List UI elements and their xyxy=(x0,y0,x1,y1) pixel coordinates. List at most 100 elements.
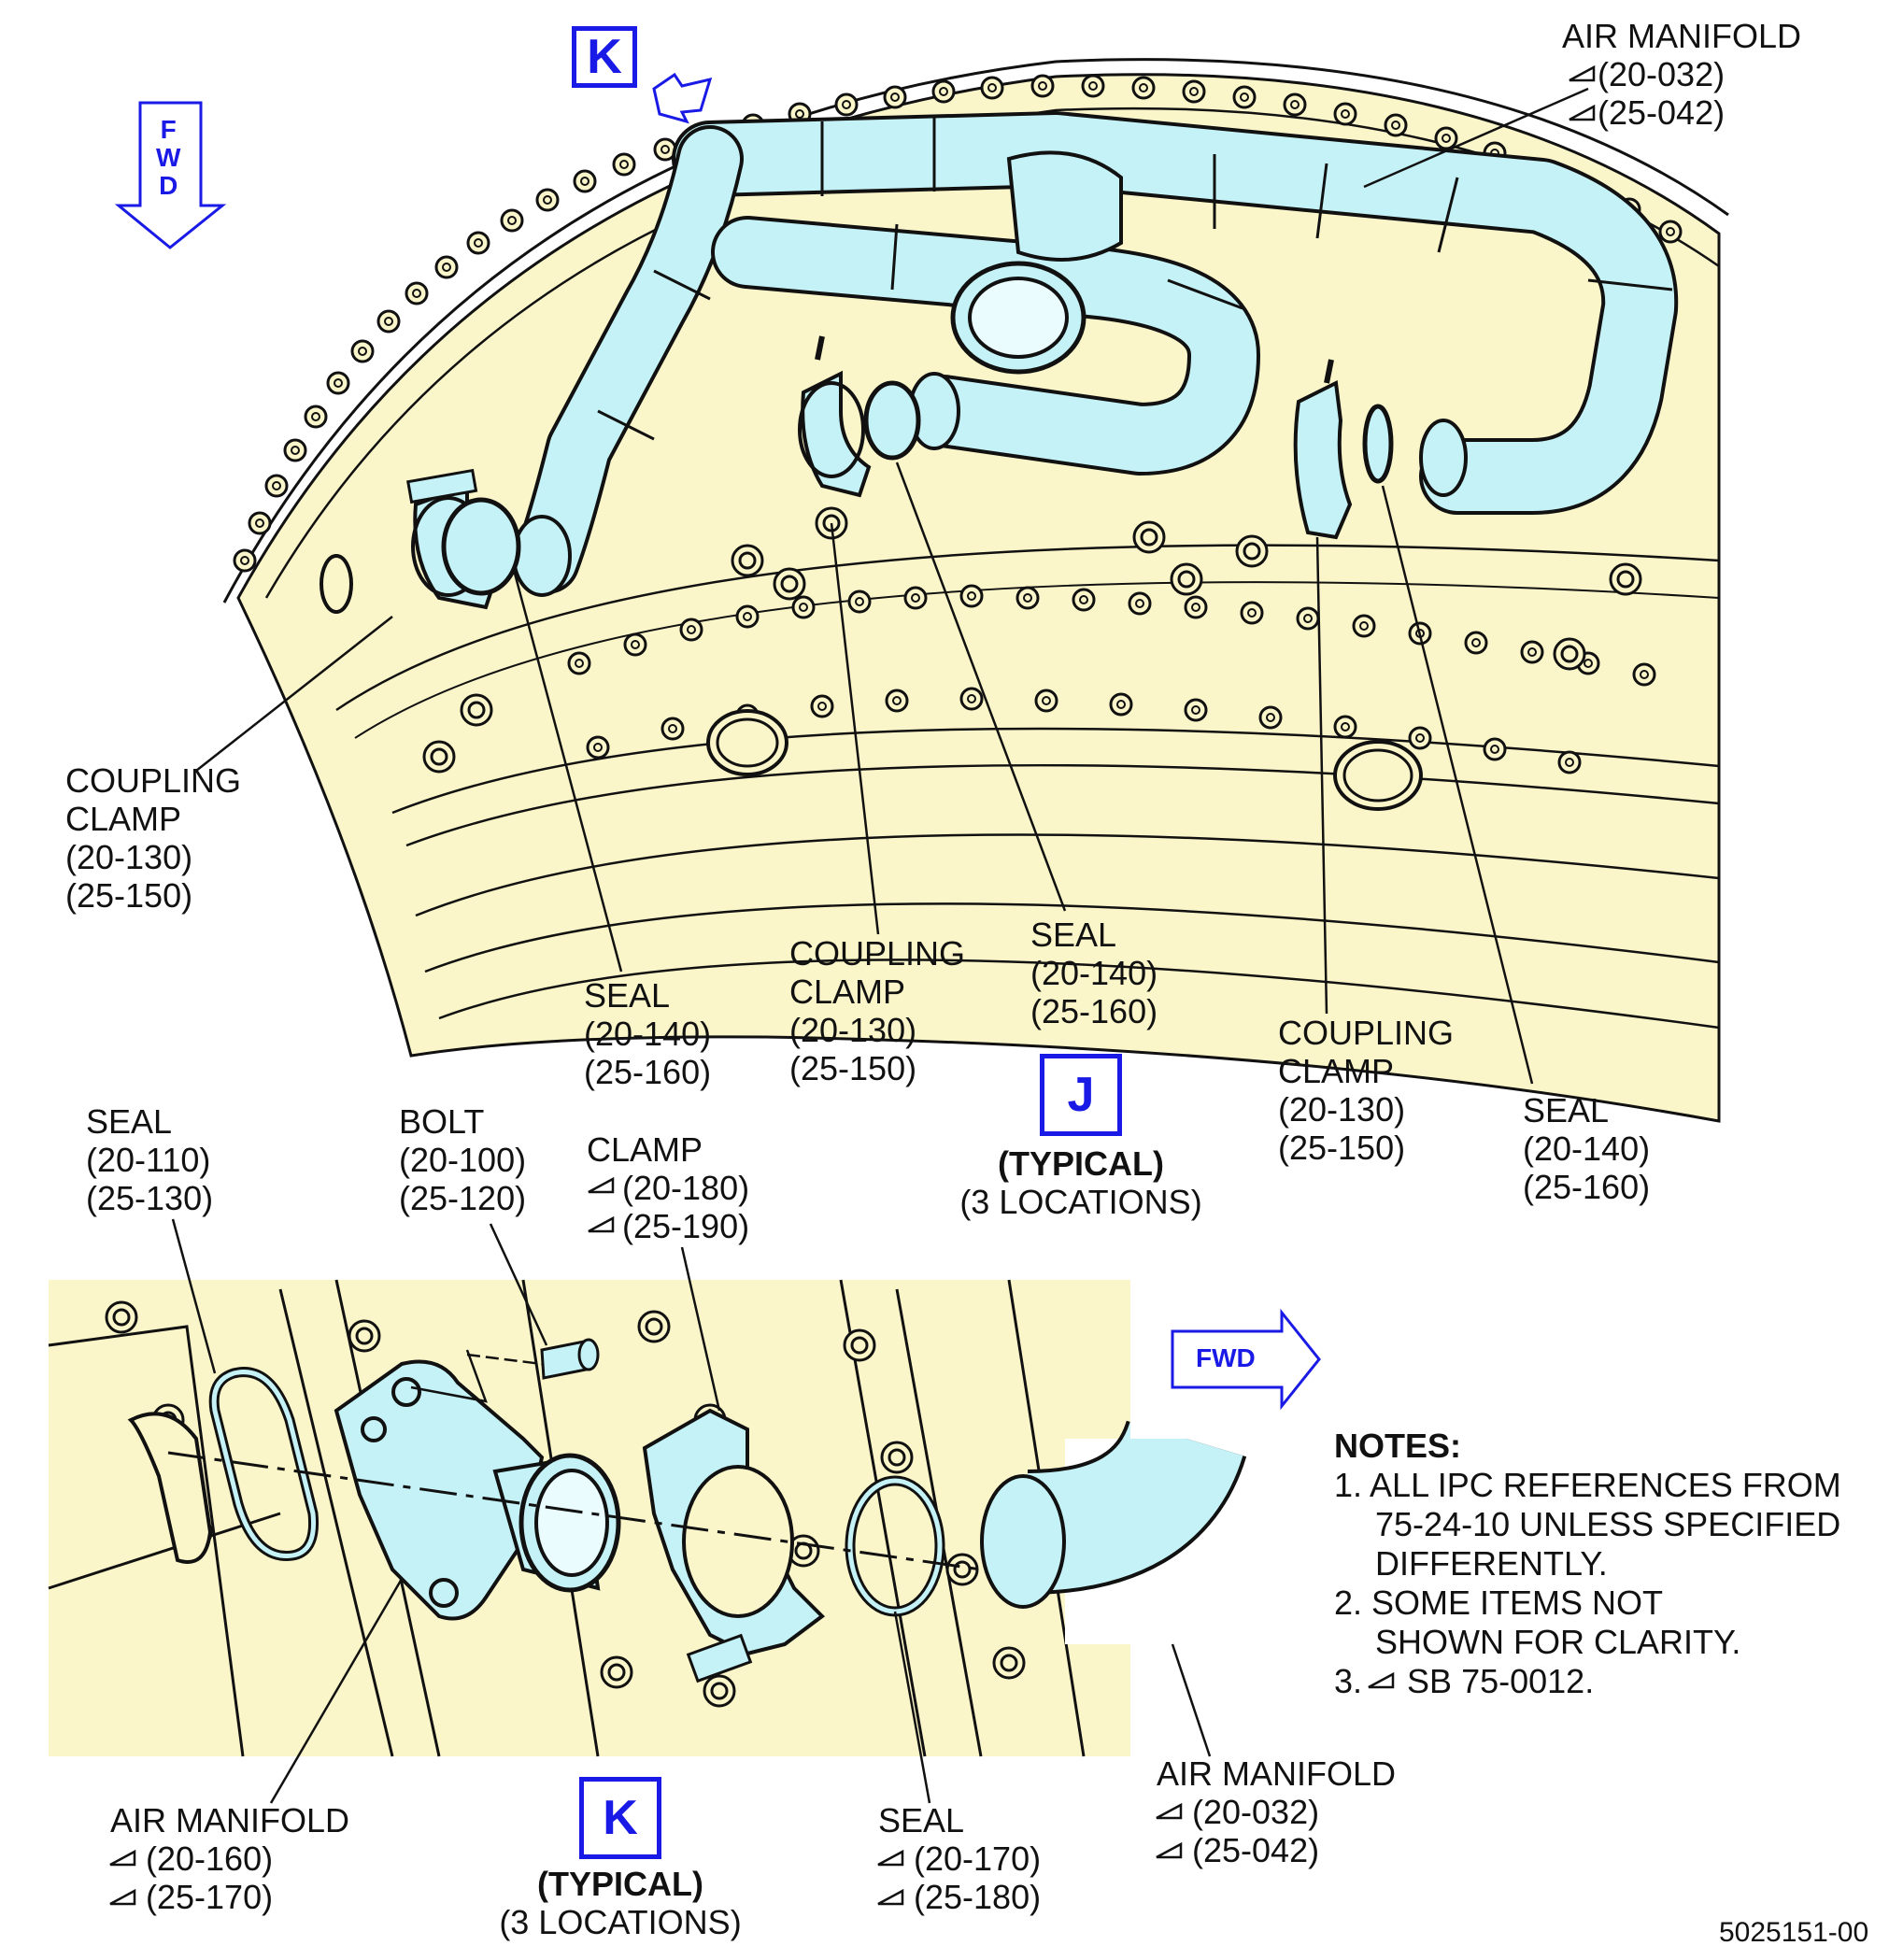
k-bolt-label: BOLT (20-100) (25-120) xyxy=(399,1102,526,1217)
fwd-letter-w: W xyxy=(156,143,181,172)
j-cc-left-name-2: CLAMP xyxy=(65,800,182,838)
k-seal-left-ref-2: (25-130) xyxy=(86,1179,214,1217)
k-seal-right-ref-1: (20-170) xyxy=(914,1839,1042,1878)
view-k-letter: K xyxy=(603,1791,638,1845)
j-seal-right-label: SEAL (20-140) (25-160) xyxy=(1523,1091,1650,1206)
note-3: 3. SB 75-0012. xyxy=(1334,1662,1841,1701)
view-j-seal-left xyxy=(441,497,521,596)
view-k-clamp xyxy=(642,1408,826,1683)
view-j-label-box: J xyxy=(1040,1054,1122,1136)
j-seal-mid-name: SEAL xyxy=(1030,916,1117,954)
k-clamp-label: CLAMP (20-180) (25-190) xyxy=(587,1130,749,1245)
view-k-centerline xyxy=(167,1451,982,1571)
note-1-line-1: 1. ALL IPC REFERENCES FROM xyxy=(1334,1466,1841,1504)
j-seal-left-ref-2: (25-160) xyxy=(584,1053,712,1091)
k-seal-right-name: SEAL xyxy=(878,1801,965,1839)
fwd-arrow-down-icon xyxy=(114,101,227,249)
k-am-left-ref-2: (25-170) xyxy=(146,1878,274,1916)
view-k-direction-arrow-icon xyxy=(652,72,713,124)
note-2-line-1: 2. SOME ITEMS NOT xyxy=(1334,1584,1664,1622)
k-bolt-ref-2: (25-120) xyxy=(399,1179,527,1217)
j-seal-left-name: SEAL xyxy=(584,976,671,1015)
k-clamp-ref-1: (20-180) xyxy=(622,1169,750,1207)
k-am-right-ref-1: (20-032) xyxy=(1192,1793,1320,1831)
j-coupling-clamp-right-label: COUPLING CLAMP (20-130) (25-150) xyxy=(1278,1014,1454,1167)
j-cc-mid-ref-1: (20-130) xyxy=(789,1011,917,1049)
j-air-manifold-ref-1: (20-032) xyxy=(1598,55,1726,93)
view-k-reference-callout: K xyxy=(572,26,637,88)
k-seal-right-ref-2: (25-180) xyxy=(914,1878,1042,1916)
view-j-seal-right xyxy=(1362,404,1394,484)
note-3-number: 3. xyxy=(1334,1662,1363,1700)
k-am-left-ref-1: (20-160) xyxy=(146,1839,274,1878)
view-k-label-box: K xyxy=(579,1777,661,1859)
k-seal-right-label: SEAL (20-170) (25-180) xyxy=(878,1801,1041,1916)
view-k-air-manifold-flange xyxy=(334,1359,621,1621)
j-air-manifold-name: AIR MANIFOLD xyxy=(1562,17,1802,55)
k-bolt-ref-1: (20-100) xyxy=(399,1141,527,1179)
view-k-caption: (TYPICAL) (3 LOCATIONS) xyxy=(483,1865,758,1941)
j-seal-right-ref-2: (25-160) xyxy=(1523,1168,1651,1206)
note-3-text: SB 75-0012. xyxy=(1407,1662,1595,1700)
k-am-left-name: AIR MANIFOLD xyxy=(110,1801,350,1839)
view-j-coupling-clamp-right xyxy=(1293,359,1353,540)
k-air-manifold-left-label: AIR MANIFOLD (20-160) (25-170) xyxy=(110,1801,349,1916)
fwd-arrow-right-icon xyxy=(1171,1308,1321,1411)
view-j-letter: J xyxy=(1067,1068,1095,1122)
j-seal-mid-ref-1: (20-140) xyxy=(1030,954,1158,992)
j-seal-right-ref-1: (20-140) xyxy=(1523,1129,1651,1168)
view-k-bolt xyxy=(410,1338,600,1403)
view-j-locations: (3 LOCATIONS) xyxy=(959,1183,1202,1221)
k-bolt-name: BOLT xyxy=(399,1102,485,1141)
j-air-manifold-label: AIR MANIFOLD (20-032) (25-042) xyxy=(1562,17,1801,132)
view-j-air-manifold-tubes xyxy=(512,111,1679,597)
notes-block: NOTES: 1. ALL IPC REFERENCES FROM 75-24-… xyxy=(1334,1427,1841,1701)
k-seal-left-label: SEAL (20-110) (25-130) xyxy=(86,1102,213,1217)
j-cc-left-name-1: COUPLING xyxy=(65,761,242,800)
fwd-letter-f: F xyxy=(160,115,177,144)
j-seal-left-label: SEAL (20-140) (25-160) xyxy=(584,976,711,1091)
note-1-line-2: 75-24-10 UNLESS SPECIFIED xyxy=(1375,1505,1841,1543)
view-j-coupling-clamp-mid xyxy=(798,335,872,498)
view-j-typical: (TYPICAL) xyxy=(998,1144,1164,1183)
view-k-typical: (TYPICAL) xyxy=(537,1865,703,1903)
view-k-reference-letter: K xyxy=(587,30,622,84)
j-cc-right-name-1: COUPLING xyxy=(1278,1014,1455,1052)
j-coupling-clamp-mid-label: COUPLING CLAMP (20-130) (25-150) xyxy=(789,934,965,1087)
view-j-leader-lines xyxy=(195,87,1589,1085)
notes-title: NOTES: xyxy=(1334,1427,1462,1465)
view-j-seal-mid xyxy=(863,380,921,461)
j-cc-right-ref-2: (25-150) xyxy=(1278,1129,1406,1167)
j-seal-mid-label: SEAL (20-140) (25-160) xyxy=(1030,916,1158,1030)
j-cc-left-ref-1: (20-130) xyxy=(65,838,193,876)
k-seal-left-ref-1: (20-110) xyxy=(86,1141,211,1179)
view-k-locations: (3 LOCATIONS) xyxy=(499,1903,742,1941)
j-seal-mid-ref-2: (25-160) xyxy=(1030,992,1158,1030)
document-id: 5025151-00 xyxy=(1719,1917,1869,1948)
j-cc-left-ref-2: (25-150) xyxy=(65,876,193,915)
j-cc-right-ref-1: (20-130) xyxy=(1278,1090,1406,1129)
j-cc-mid-ref-2: (25-150) xyxy=(789,1049,917,1087)
k-seal-left-name: SEAL xyxy=(86,1102,173,1141)
j-seal-left-ref-1: (20-140) xyxy=(584,1015,712,1053)
note-2-line-2: SHOWN FOR CLARITY. xyxy=(1375,1623,1741,1661)
view-k-leader-lines xyxy=(171,1218,1212,1804)
j-cc-mid-name-2: CLAMP xyxy=(789,973,906,1011)
j-air-manifold-ref-2: (25-042) xyxy=(1598,93,1726,132)
j-cc-mid-name-1: COUPLING xyxy=(789,934,966,973)
k-clamp-ref-2: (25-190) xyxy=(622,1207,750,1245)
k-clamp-name: CLAMP xyxy=(587,1130,703,1169)
k-am-right-name: AIR MANIFOLD xyxy=(1157,1754,1397,1793)
j-seal-right-name: SEAL xyxy=(1523,1091,1610,1129)
case-ports xyxy=(320,554,1423,811)
fwd-vertical-label: F W D xyxy=(156,116,180,200)
j-coupling-clamp-left-label: COUPLING CLAMP (20-130) (25-150) xyxy=(65,761,241,915)
fwd-horizontal-label: FWD xyxy=(1196,1343,1256,1372)
view-k-seal-left xyxy=(208,1367,320,1561)
j-cc-right-name-2: CLAMP xyxy=(1278,1052,1395,1090)
view-j-caption: (TYPICAL) (3 LOCATIONS) xyxy=(944,1144,1218,1221)
view-k-air-manifold-tube xyxy=(980,1345,1247,1644)
k-am-right-ref-2: (25-042) xyxy=(1192,1831,1320,1869)
k-air-manifold-right-label: AIR MANIFOLD (20-032) (25-042) xyxy=(1157,1754,1396,1869)
